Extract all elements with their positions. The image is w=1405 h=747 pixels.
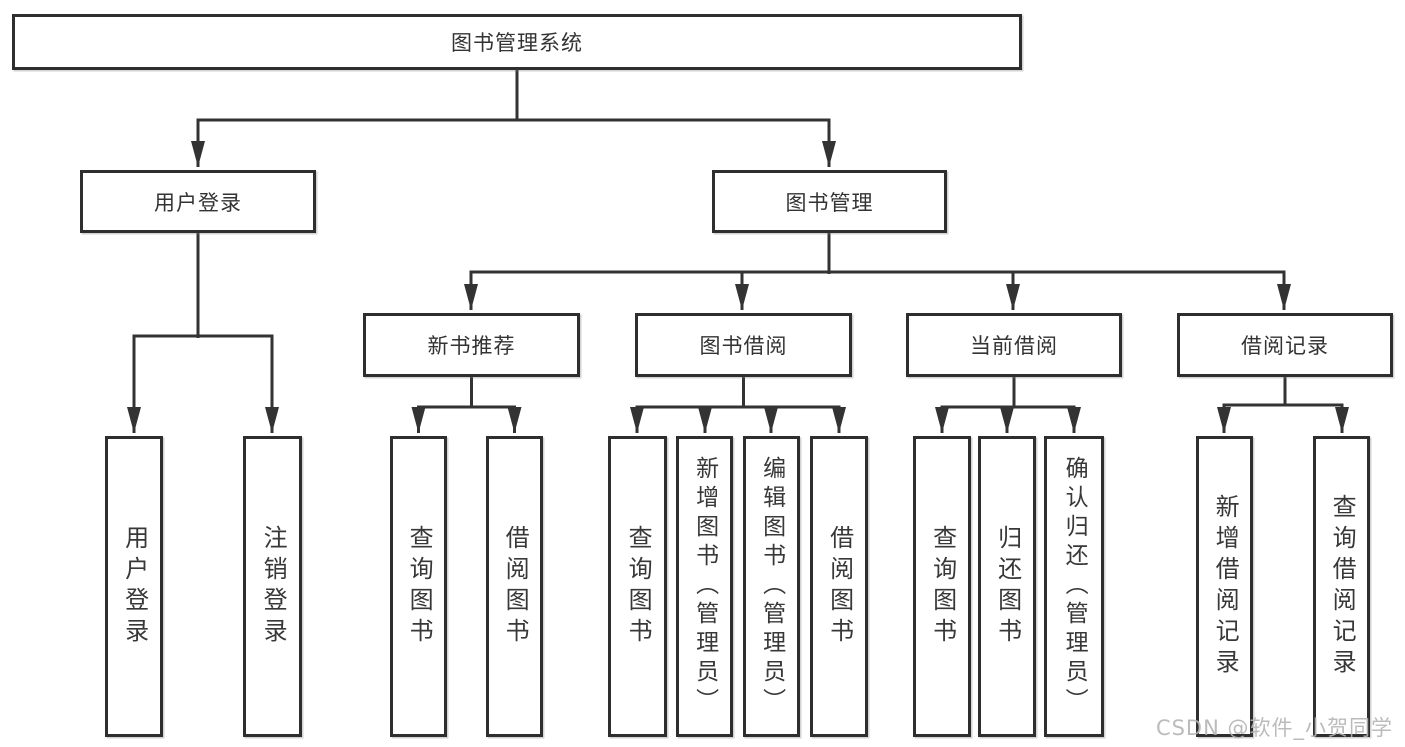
leaf-logout-label: 注销登录: [259, 524, 288, 649]
node-book-borrow: 图书借阅: [635, 313, 852, 377]
node-user-login: 用户登录: [80, 170, 316, 233]
leaf-add-books-admin-label: 新增图书（管理员）: [691, 456, 718, 717]
leaf-query-books-borrow-label: 查询图书: [624, 524, 653, 649]
leaf-query-books-current: 查询图书: [913, 436, 971, 737]
leaf-user-login: 用户登录: [105, 436, 163, 737]
leaf-add-borrow-record-label: 新增借阅记录: [1211, 493, 1240, 680]
leaf-edit-books-admin-label: 编辑图书（管理员）: [758, 456, 785, 717]
node-book-management: 图书管理: [712, 170, 947, 233]
node-borrow-records: 借阅记录: [1177, 313, 1393, 377]
node-new-book-recommend: 新书推荐: [363, 313, 580, 377]
node-library-management-system: 图书管理系统: [12, 14, 1022, 70]
leaf-borrow-books-label: 借阅图书: [825, 524, 854, 649]
leaf-return-books-label: 归还图书: [993, 524, 1022, 649]
leaf-query-books-current-label: 查询图书: [928, 524, 957, 649]
leaf-edit-books-admin: 编辑图书（管理员）: [743, 436, 800, 737]
leaf-borrow-books-recommend-label: 借阅图书: [501, 524, 530, 649]
leaf-query-borrow-record-label: 查询借阅记录: [1328, 493, 1357, 680]
leaf-confirm-return-admin: 确认归还（管理员）: [1044, 436, 1104, 737]
leaf-add-borrow-record: 新增借阅记录: [1196, 436, 1253, 737]
leaf-confirm-return-admin-label: 确认归还（管理员）: [1061, 456, 1088, 717]
leaf-borrow-books-recommend: 借阅图书: [486, 436, 543, 737]
leaf-query-borrow-record: 查询借阅记录: [1313, 436, 1370, 737]
leaf-user-login-label: 用户登录: [120, 524, 149, 649]
leaf-query-books-recommend: 查询图书: [390, 436, 447, 737]
leaf-return-books: 归还图书: [978, 436, 1036, 737]
leaf-logout: 注销登录: [243, 436, 302, 737]
leaf-query-books-borrow: 查询图书: [608, 436, 667, 737]
csdn-watermark: CSDN @软件_小贺同学: [1155, 716, 1393, 740]
node-current-borrow: 当前借阅: [906, 313, 1122, 377]
leaf-add-books-admin: 新增图书（管理员）: [676, 436, 733, 737]
leaf-borrow-books: 借阅图书: [810, 436, 868, 737]
leaf-query-books-recommend-label: 查询图书: [405, 524, 434, 649]
